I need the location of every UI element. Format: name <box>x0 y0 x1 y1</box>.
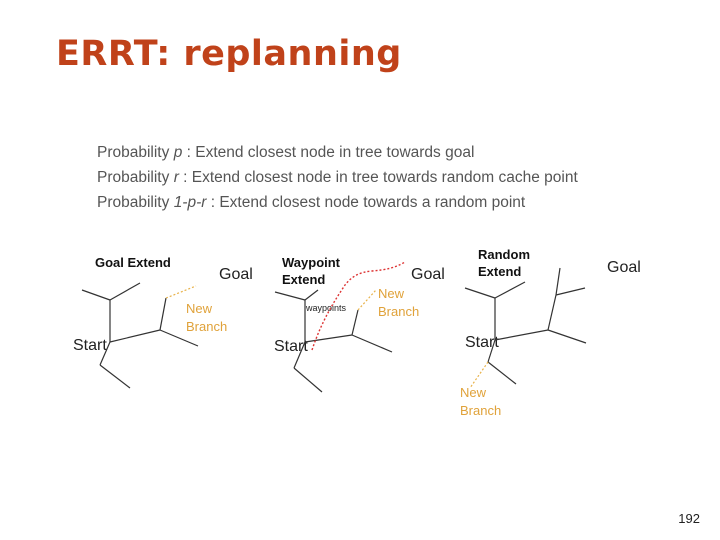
slide-number: 192 <box>678 511 700 526</box>
tree-edge <box>494 329 549 341</box>
tree-edge <box>547 329 587 344</box>
probability-line-cache: Probability r : Extend closest node in t… <box>97 169 578 187</box>
start-label: Start <box>274 338 308 355</box>
new-branch-label: New <box>378 286 405 301</box>
tree-edge <box>304 289 319 301</box>
panel-heading: Extend <box>282 272 325 287</box>
prob-suffix: : Extend closest node in tree towards ra… <box>178 169 578 186</box>
tree-edge <box>109 282 141 301</box>
tree-edge <box>351 309 359 336</box>
new-branch-label: New <box>186 301 213 316</box>
panel-heading: Random <box>478 247 530 262</box>
tree-edge <box>99 341 111 366</box>
tree-edge <box>159 297 167 331</box>
tree-edge <box>464 287 496 299</box>
tree-edge <box>547 294 557 331</box>
panel-waypoint-extend: Waypoint Extend Goal Start New Branch wa… <box>274 255 445 393</box>
new-branch-edge <box>165 285 197 299</box>
tree-edge <box>274 291 306 301</box>
probability-line-goal: Probability p : Extend closest node in t… <box>97 144 474 162</box>
new-branch-label: Branch <box>378 304 419 319</box>
tree-edge <box>81 289 111 301</box>
tree-edges <box>274 261 406 393</box>
new-branch-label: New <box>460 385 487 400</box>
new-branch-label: Branch <box>460 403 501 418</box>
probability-line-random: Probability 1-p-r : Extend closest node … <box>97 194 525 212</box>
tree-edge <box>99 364 131 389</box>
panel-heading: Goal Extend <box>95 255 171 270</box>
tree-edges <box>81 282 199 389</box>
new-branch-label: Branch <box>186 319 227 334</box>
tree-edge <box>351 334 393 353</box>
tree-edge <box>304 334 353 343</box>
tree-edge <box>487 339 496 363</box>
panel-heading: Waypoint <box>282 255 341 270</box>
prob-var: r <box>173 169 179 186</box>
waypoints-label: waypoints <box>305 303 347 313</box>
panel-goal-extend: Goal Extend Goal Start New Branch <box>73 255 253 389</box>
goal-label: Goal <box>607 259 641 276</box>
start-label: Start <box>73 337 107 354</box>
panel-random-extend: Random Extend Goal Start New Branch <box>460 247 641 418</box>
start-label: Start <box>465 334 499 351</box>
tree-edge <box>293 341 306 369</box>
goal-label: Goal <box>219 266 253 283</box>
new-branch-edge <box>469 361 489 389</box>
prob-suffix: : Extend closest node towards a random p… <box>206 194 526 211</box>
prob-prefix: Probability <box>97 144 174 161</box>
panel-heading: Extend <box>478 264 521 279</box>
tree-edge <box>487 361 517 385</box>
tree-edge <box>555 267 561 296</box>
waypoint-path <box>311 261 406 351</box>
tree-edge <box>555 287 586 296</box>
prob-var: p <box>173 144 183 161</box>
tree-edge <box>159 329 199 347</box>
tree-edge <box>293 367 323 393</box>
slide-title: ERRT: replanning <box>56 34 402 74</box>
tree-edges <box>464 267 587 389</box>
prob-var: 1-p-r <box>173 194 207 211</box>
new-branch-edge <box>357 289 377 311</box>
prob-suffix: : Extend closest node in tree towards go… <box>182 144 475 161</box>
prob-prefix: Probability <box>97 194 174 211</box>
goal-label: Goal <box>411 266 445 283</box>
tree-edge <box>109 329 161 343</box>
tree-edge <box>494 281 526 299</box>
prob-prefix: Probability <box>97 169 174 186</box>
